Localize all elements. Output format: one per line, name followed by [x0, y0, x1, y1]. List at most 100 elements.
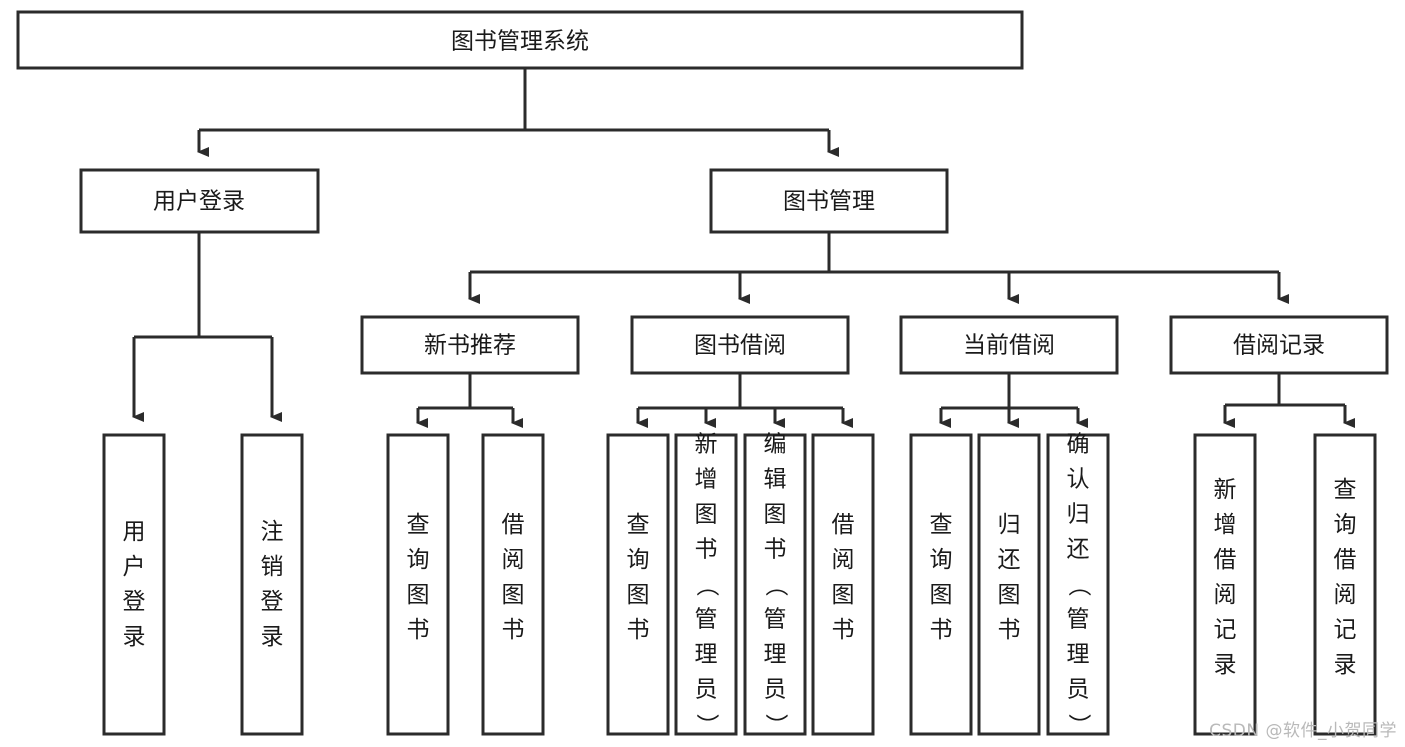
- node-current-borrow[interactable]: 当前借阅: [899, 315, 1119, 375]
- node-book-borrow[interactable]: 图书借阅: [630, 315, 850, 375]
- leaf-return-book-box[interactable]: [977, 433, 1041, 736]
- leaf-label-char: 户: [123, 554, 146, 580]
- leaf-borrow-book-2-box[interactable]: [811, 433, 875, 736]
- leaf-label-char: 书: [764, 537, 787, 563]
- leaf-add-record-box[interactable]: [1193, 433, 1257, 736]
- leaf-label-char: 录: [261, 624, 284, 650]
- current-borrow-label: 当前借阅: [963, 333, 1055, 359]
- leaf-borrow-book-1-box[interactable]: [481, 433, 545, 736]
- leaf-label-char: 增: [695, 467, 718, 493]
- new-book-recommend-label: 新书推荐: [424, 333, 516, 359]
- leaf-label-char: 新: [695, 432, 718, 458]
- node-user-login[interactable]: 用户登录: [79, 168, 320, 234]
- node-book-manage[interactable]: 图书管理: [709, 168, 949, 234]
- borrow-record-box[interactable]: [1169, 315, 1389, 375]
- leaf-label-char: 借: [502, 512, 525, 538]
- leaf-label-char: （: [763, 574, 789, 597]
- leaf-label-char: 增: [1214, 512, 1237, 538]
- leaf-add-book-box[interactable]: [674, 433, 738, 736]
- leaf-label-char: 录: [1214, 652, 1237, 678]
- leaf-label-char: 管: [764, 607, 787, 633]
- leaf-label-char: 借: [832, 512, 855, 538]
- leaf-label-char: 书: [930, 617, 953, 643]
- leaf-label-char: 归: [1067, 502, 1090, 528]
- leaf-label-char: ）: [694, 714, 720, 737]
- leaf-label-char: 新: [1214, 477, 1237, 503]
- node-leaf-user-login[interactable]: 用户登录: [102, 433, 166, 736]
- leaf-edit-book-box[interactable]: [743, 433, 807, 736]
- leaf-query-book-2-box[interactable]: [606, 433, 670, 736]
- leaf-label-char: 用: [123, 519, 146, 545]
- book-manage-label: 图书管理: [783, 189, 875, 215]
- book-manage-box[interactable]: [709, 168, 949, 234]
- leaf-label-char: （: [694, 574, 720, 597]
- leaf-label-char: 借: [1214, 547, 1237, 573]
- leaf-label-char: 书: [502, 617, 525, 643]
- node-root[interactable]: 图书管理系统: [16, 10, 1024, 70]
- leaf-label-char: ）: [763, 714, 789, 737]
- leaf-label-char: 记: [1334, 617, 1357, 643]
- current-borrow-box[interactable]: [899, 315, 1119, 375]
- leaf-user-logout-box[interactable]: [240, 433, 304, 736]
- leaf-label-char: 询: [1334, 512, 1357, 538]
- borrow-record-label: 借阅记录: [1233, 333, 1325, 359]
- leaf-label-char: 书: [832, 617, 855, 643]
- leaf-label-char: 询: [627, 547, 650, 573]
- leaf-label-char: 询: [407, 547, 430, 573]
- leaf-label-char: 管: [695, 607, 718, 633]
- node-new-book-recommend[interactable]: 新书推荐: [360, 315, 580, 375]
- leaf-label-char: 查: [627, 512, 650, 538]
- leaf-label-char: 理: [695, 642, 718, 668]
- leaf-label-char: 借: [1334, 547, 1357, 573]
- new-book-recommend-box[interactable]: [360, 315, 580, 375]
- connectors: [132, 68, 1355, 428]
- leaf-label-char: 员: [764, 677, 787, 703]
- root-label: 图书管理系统: [451, 29, 589, 55]
- user-login-box[interactable]: [79, 168, 320, 234]
- leaf-confirm-return-box[interactable]: [1046, 433, 1110, 736]
- leaf-label-char: ）: [1066, 714, 1092, 737]
- leaf-label-char: 管: [1067, 607, 1090, 633]
- leaf-label-char: 图: [407, 582, 430, 608]
- leaf-label-char: 登: [123, 589, 146, 615]
- leaf-query-record-box[interactable]: [1313, 433, 1377, 736]
- book-borrow-box[interactable]: [630, 315, 850, 375]
- leaf-user-login-box[interactable]: [102, 433, 166, 736]
- leaf-label-char: 查: [407, 512, 430, 538]
- leaf-label-char: 书: [407, 617, 430, 643]
- leaf-label-char: 图: [764, 502, 787, 528]
- leaf-query-book-3-box[interactable]: [909, 433, 973, 736]
- leaf-label-char: 理: [1067, 642, 1090, 668]
- root-box[interactable]: [16, 10, 1024, 70]
- leaf-label-char: 图: [832, 582, 855, 608]
- watermark-credit: CSDN @软件_小贺同学: [1209, 721, 1397, 741]
- leaf-label-char: 录: [123, 624, 146, 650]
- node-borrow-record[interactable]: 借阅记录: [1169, 315, 1389, 375]
- leaf-label-char: 图: [502, 582, 525, 608]
- leaf-query-book-1-box[interactable]: [386, 433, 450, 736]
- leaf-label-char: 还: [1067, 537, 1090, 563]
- leaf-label-char: 书: [627, 617, 650, 643]
- leaf-label-char: 编: [764, 432, 787, 458]
